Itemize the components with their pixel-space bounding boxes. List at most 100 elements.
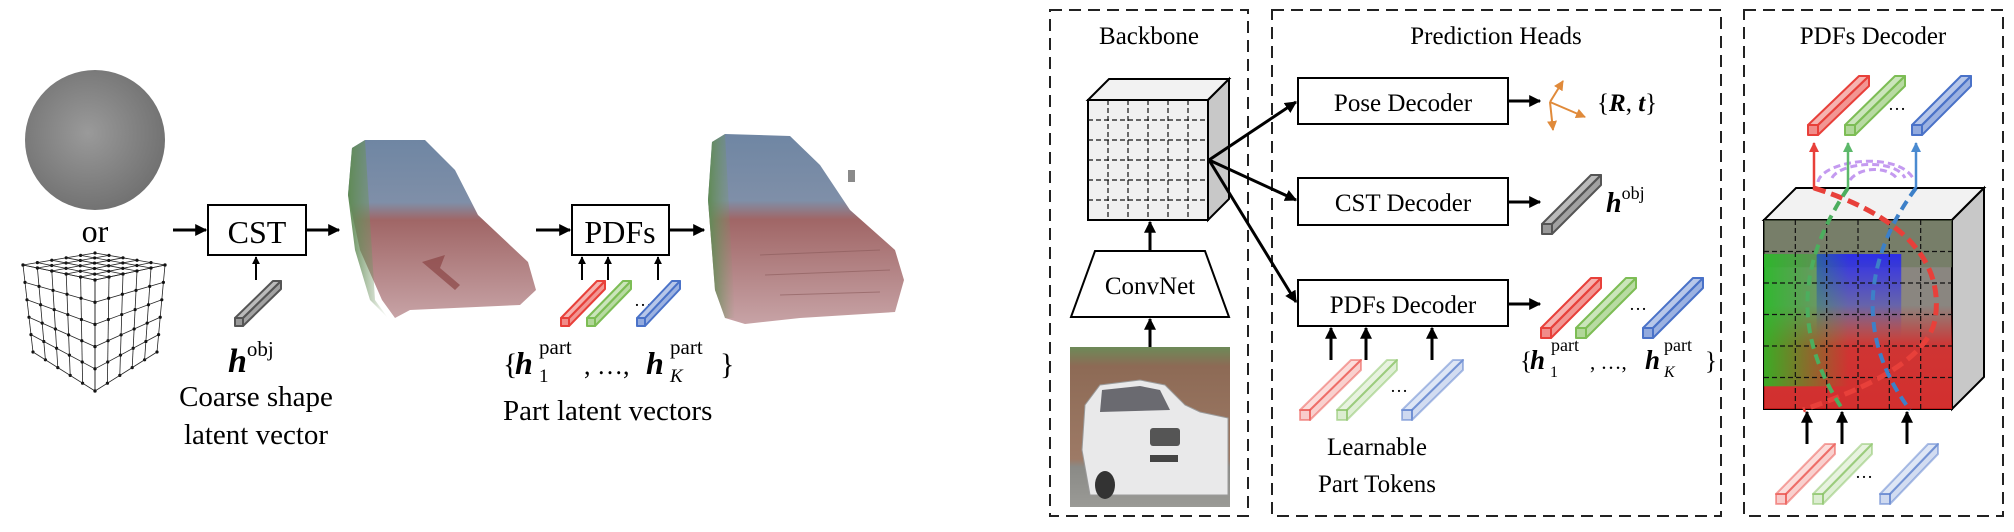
wire-vertex — [93, 278, 97, 282]
wire-vertex — [135, 269, 139, 273]
wire-line — [51, 257, 124, 272]
wire-vertex — [135, 263, 139, 268]
h1-symbol: h — [1530, 345, 1545, 375]
wire-line — [22, 252, 96, 266]
cube-top-face — [1085, 78, 1232, 101]
part-bar-green-top — [1844, 75, 1906, 136]
backbone-frame — [1049, 9, 1249, 517]
input-car-photo — [1070, 347, 1230, 507]
wire-line — [37, 255, 110, 269]
wire-line — [51, 270, 59, 368]
green-part-region — [1764, 254, 1849, 387]
bar-side-face — [1551, 174, 1602, 235]
prediction-heads-panel: Prediction Heads Pose Decoder {R, t} CST… — [1207, 9, 1722, 517]
wire-line — [37, 262, 110, 278]
token-bar-green — [1336, 359, 1398, 421]
wire-vertex — [67, 333, 71, 337]
wire-vertex — [107, 264, 111, 268]
wire-vertex — [121, 261, 125, 265]
h1-superscript: part — [539, 335, 572, 359]
wire-vertex — [149, 266, 153, 270]
wire-vertex — [134, 288, 138, 292]
wire-line — [94, 351, 158, 392]
wire-line — [80, 262, 152, 278]
wire-line — [26, 299, 96, 325]
part-bar-green-output — [1575, 277, 1637, 339]
pdfs-label: PDFs — [584, 214, 655, 250]
bar-top-face — [1911, 75, 1972, 126]
refined-car-mesh — [708, 134, 904, 324]
bar-side-face — [1652, 277, 1704, 339]
ellipsis-token-bars: … — [1390, 376, 1408, 396]
h-obj-bar-right — [1541, 174, 1602, 235]
bar-side-face — [1411, 359, 1464, 421]
part-bar-red-left — [560, 280, 606, 327]
wire-vertex — [121, 266, 125, 270]
arrow-features-to-cst — [1208, 158, 1298, 202]
token-bar-green-bottom — [1812, 443, 1873, 505]
wire-vertex — [120, 292, 124, 296]
wire-vertex — [163, 263, 167, 267]
arrow-features-to-pose — [1208, 100, 1297, 162]
h1-subscript: 1 — [539, 366, 549, 387]
wire-line — [37, 267, 46, 360]
bar-front-face — [1401, 409, 1413, 421]
wire-line — [66, 259, 138, 275]
h1-superscript: part — [1551, 335, 1579, 355]
backbone-panel: Backbone ConvNet — [1049, 9, 1249, 517]
wire-vertex — [155, 350, 159, 354]
cube-top-face — [1761, 187, 1987, 221]
part-latent-set-left: { h part 1 , …, h part K } — [503, 335, 734, 387]
bar-front-face — [636, 317, 646, 327]
wire-vertex — [121, 256, 125, 260]
part-bar-blue-top — [1911, 75, 1972, 136]
h1-symbol: h — [515, 345, 533, 381]
coarse-caption-line1: Coarse shape — [179, 381, 333, 413]
bar-side-face — [1889, 443, 1939, 505]
pdfs-decoder-frame — [1743, 9, 2004, 517]
coarse-caption-line2: latent vector — [184, 419, 328, 451]
wire-vertex — [93, 272, 97, 276]
bar-front-face — [1844, 124, 1856, 136]
wire-vertex — [107, 258, 111, 263]
bar-top-face — [1775, 443, 1836, 495]
wire-vertex — [132, 327, 136, 331]
wire-line — [65, 273, 71, 376]
wire-vertex — [144, 339, 148, 344]
red-attention-path — [1802, 185, 1939, 413]
brace-open: { — [1520, 348, 1532, 375]
wire-line — [22, 264, 96, 281]
bar-front-face — [1540, 327, 1552, 339]
blue-attention-path — [1870, 186, 1918, 412]
wire-line — [119, 273, 124, 376]
wire-line — [32, 351, 96, 392]
wire-vertex — [80, 339, 84, 343]
wire-vertex — [80, 360, 84, 364]
wire-line — [94, 316, 161, 347]
bar-side-face — [1921, 75, 1972, 136]
bar-front-face — [1879, 493, 1891, 505]
bar-front-face — [586, 317, 596, 327]
bar-front-face — [560, 317, 570, 327]
wire-vertex — [107, 296, 111, 300]
bar-side-face — [1309, 359, 1362, 421]
cst-label: CST — [228, 214, 287, 250]
h-obj-output-label: hobj — [1606, 183, 1645, 219]
bar-front-face — [1812, 493, 1824, 505]
bar-top-face — [1812, 443, 1873, 495]
wire-vertex — [120, 312, 124, 317]
hK-symbol: h — [646, 345, 664, 381]
part-bar-green-left — [586, 280, 632, 327]
bar-front-face — [1299, 409, 1311, 421]
bar-top-face — [1336, 359, 1398, 411]
bar-side-face — [1346, 359, 1398, 421]
wire-line — [94, 264, 166, 281]
pdfs-decoder-box — [1297, 279, 1509, 327]
brace-close: } — [1705, 348, 1717, 375]
feature-map-cube — [1085, 76, 1232, 223]
wire-vertex — [149, 261, 153, 265]
cst-box — [207, 204, 307, 256]
wire-vertex — [52, 308, 56, 312]
part-bar-red-output — [1540, 277, 1602, 339]
